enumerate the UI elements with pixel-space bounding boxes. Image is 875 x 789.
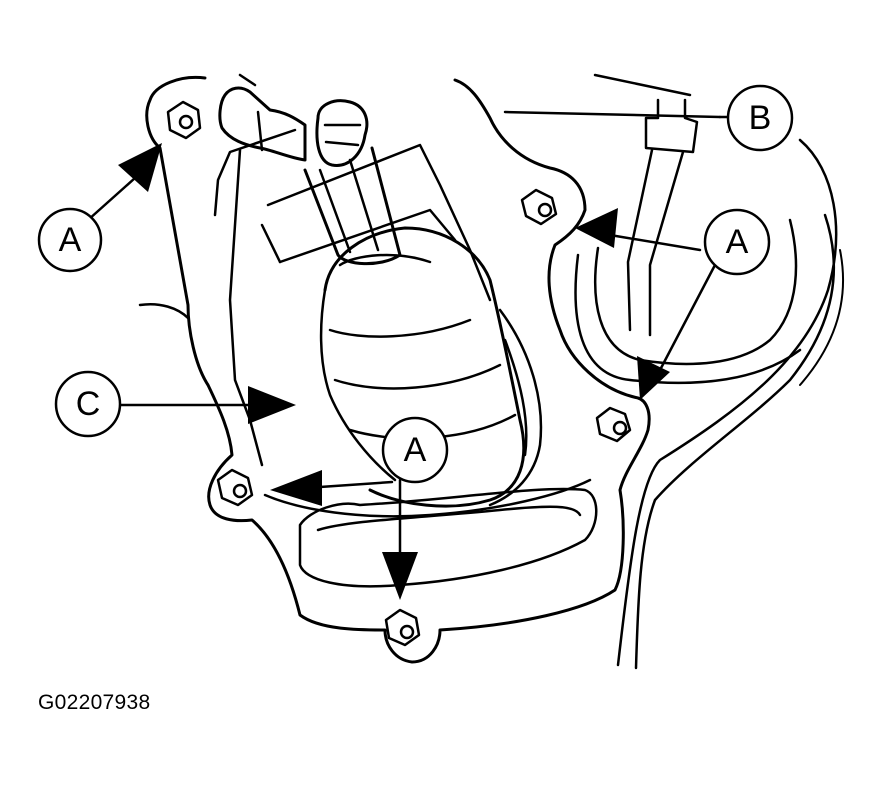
shift-lever	[218, 73, 402, 266]
callout-b-label: B	[749, 99, 772, 137]
callout-a1-label: A	[59, 221, 82, 259]
arrow-head-a2-lower	[637, 356, 670, 400]
leader-arrows	[86, 115, 730, 600]
arrow-head-c	[248, 386, 296, 424]
nut-top-left	[166, 100, 202, 140]
nut-left	[216, 468, 254, 507]
arrow-head-a1	[118, 143, 162, 192]
callout-c: C	[54, 370, 122, 438]
callout-b: B	[726, 84, 794, 152]
nut-upper-right	[520, 188, 558, 226]
arrow-head-a3-left	[270, 470, 322, 506]
arrow-head-a2-upper	[575, 208, 618, 248]
callout-c-label: C	[76, 385, 101, 423]
cable-bracket	[574, 98, 802, 385]
figure-id: G02207938	[38, 691, 151, 714]
callout-a3: A	[381, 416, 449, 484]
callout-a3-label: A	[404, 431, 427, 469]
nut-lower-right	[595, 406, 632, 443]
callout-a2-label: A	[726, 223, 749, 261]
nut-bottom	[384, 608, 421, 647]
callout-a2: A	[703, 208, 771, 276]
shift-boot	[260, 143, 543, 508]
callout-a1: A	[37, 207, 103, 273]
arrow-head-a3-down	[382, 552, 418, 600]
chassis-lines	[503, 73, 844, 670]
shifter-housing	[138, 75, 651, 664]
